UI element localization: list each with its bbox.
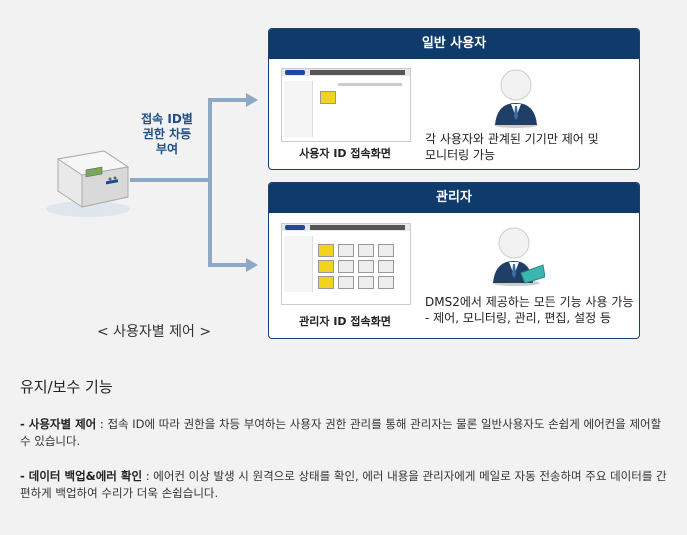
- unit-icon: [358, 260, 374, 273]
- desc-line: - 제어, 모니터링, 관리, 편집, 설정 등: [425, 311, 611, 325]
- admin-avatar-laptop-icon: [492, 227, 545, 286]
- feature-item: - 사용자별 제어 : 접속 ID에 따라 권한을 차등 부여하는 사용자 권한…: [20, 416, 670, 450]
- caption-line: 접속 ID별: [141, 112, 193, 126]
- general-user-header: 일반 사용자: [269, 29, 639, 59]
- general-user-panel: 일반 사용자 사용자 ID 접속화면 각 사용자와 관계된 기기만 제어 및 모…: [268, 28, 640, 170]
- maintenance-section: 유지/보수 기능 - 사용자별 제어 : 접속 ID에 따라 권한을 차등 부여…: [0, 352, 687, 535]
- user-login-screenshot: [281, 68, 411, 142]
- controller-device-icon: [46, 150, 130, 217]
- unit-icon: [378, 260, 394, 273]
- general-user-description: 각 사용자와 관계된 기기만 제어 및 모니터링 가능: [425, 131, 599, 163]
- diagram-caption: 접속 ID별 권한 차등 부여: [126, 112, 208, 157]
- desc-line: 모니터링 가능: [425, 148, 496, 162]
- unit-icon: [320, 91, 336, 104]
- desc-line: DMS2에서 제공하는 모든 기능 사용 가능: [425, 295, 634, 309]
- user-avatar-icon: [494, 69, 538, 128]
- admin-panel: 관리자 관리자 ID 접속화면 DMS2에서 제공: [268, 182, 640, 339]
- unit-icon: [318, 244, 334, 257]
- feature-text: 접속 ID에 따라 권한을 차등 부여하는 사용자 권한 관리를 통해 관리자는…: [20, 417, 662, 448]
- feature-label: - 데이터 백업&에러 확인: [20, 469, 143, 483]
- brand-logo-icon: [285, 70, 305, 75]
- feature-separator: :: [142, 469, 154, 483]
- feature-separator: :: [96, 417, 108, 431]
- feature-label: - 사용자별 제어: [20, 417, 97, 431]
- desc-line: 각 사용자와 관계된 기기만 제어 및: [425, 132, 599, 146]
- connector-arrows: [130, 93, 258, 272]
- unit-icon: [338, 244, 354, 257]
- unit-icon: [358, 244, 374, 257]
- admin-login-screenshot: [281, 223, 411, 305]
- brand-logo-icon: [285, 225, 305, 230]
- unit-icon: [378, 276, 394, 289]
- user-control-label: < 사용자별 제어 >: [96, 324, 212, 340]
- caption-line: 부여: [155, 142, 179, 156]
- section-title: 유지/보수 기능: [20, 378, 113, 396]
- caption-line: 권한 차등: [142, 127, 192, 141]
- unit-icon: [318, 276, 334, 289]
- admin-screen-caption: 관리자 ID 접속화면: [299, 315, 391, 328]
- unit-icon: [338, 260, 354, 273]
- admin-header: 관리자: [269, 183, 639, 213]
- unit-icon: [338, 276, 354, 289]
- user-screen-caption: 사용자 ID 접속화면: [299, 147, 391, 160]
- admin-description: DMS2에서 제공하는 모든 기능 사용 가능 - 제어, 모니터링, 관리, …: [425, 294, 633, 326]
- feature-text: 에어컨 이상 발생 시 원격으로 상태를 확인, 에러 내용을 관리자에게 메일…: [20, 469, 667, 500]
- unit-icon: [358, 276, 374, 289]
- diagram-area: 접속 ID별 권한 차등 부여 < 사용자별 제어 > 일반 사용자 사용자 I…: [46, 28, 640, 340]
- unit-icon: [378, 244, 394, 257]
- unit-icon: [318, 260, 334, 273]
- feature-item: - 데이터 백업&에러 확인 : 에어컨 이상 발생 시 원격으로 상태를 확인…: [20, 468, 670, 502]
